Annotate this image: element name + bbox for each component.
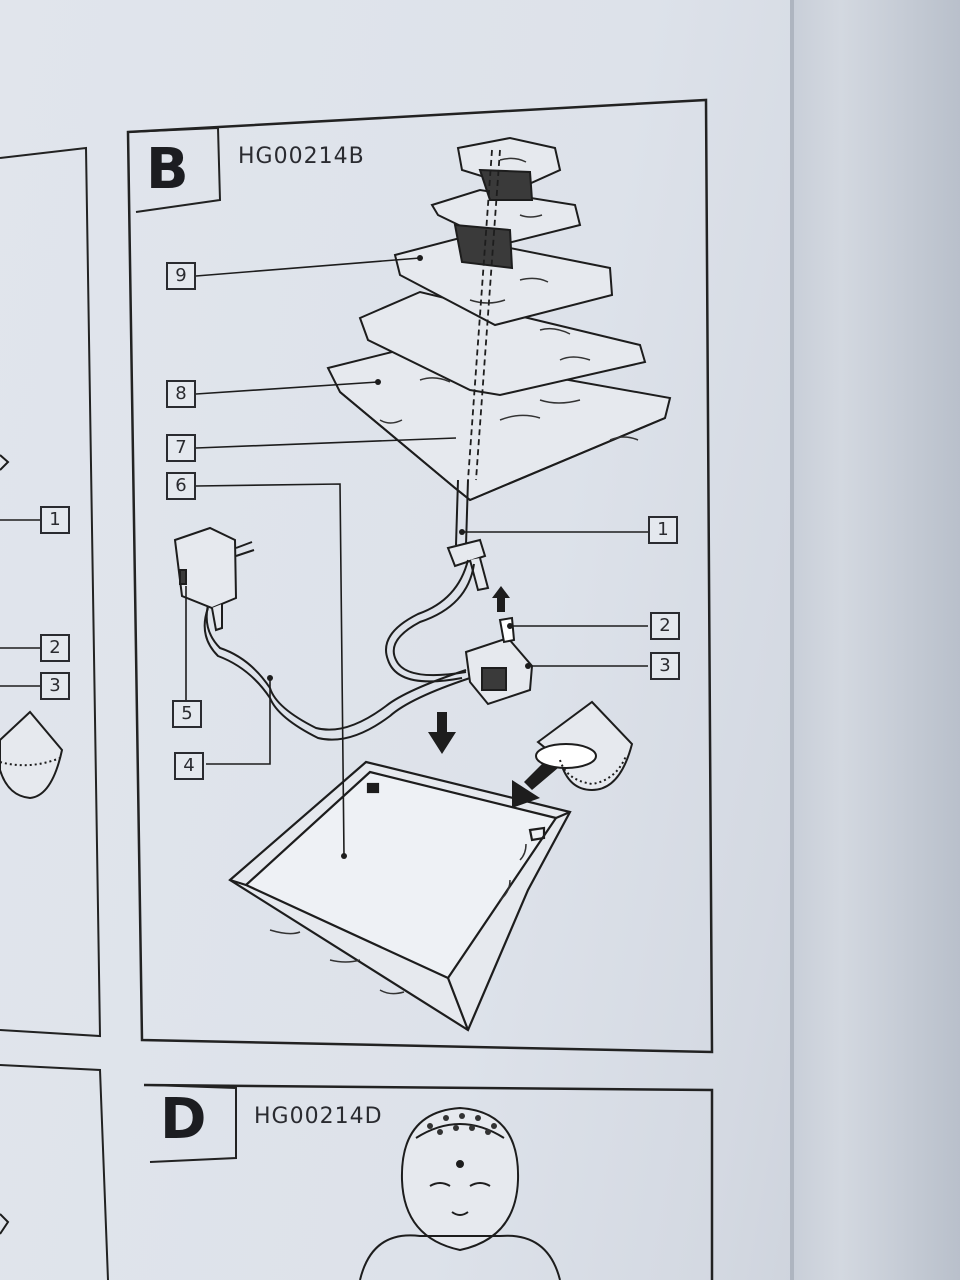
- panel-b-model-code: HG00214B: [238, 144, 365, 169]
- stone-texture: [379, 157, 639, 441]
- panel-d-model-code: HG00214D: [254, 1104, 383, 1129]
- page-fold-line: [790, 0, 794, 1280]
- left-callout-1: 1: [40, 506, 70, 534]
- callout-6: 6: [166, 472, 196, 500]
- left-bottom-partial: [0, 1213, 10, 1235]
- panel-b-letter: B: [146, 137, 189, 202]
- pump: [464, 616, 534, 706]
- basin: [228, 760, 572, 1032]
- buddha-figure: [359, 1106, 561, 1280]
- callout-3: 3: [650, 652, 680, 680]
- callout-8: 8: [166, 380, 196, 408]
- basin-texture: [269, 843, 527, 995]
- power-adapter: [173, 526, 255, 632]
- outlet-tube: [455, 479, 469, 546]
- leader-dots: [267, 255, 531, 859]
- callout-4: 4: [174, 752, 204, 780]
- left-jug-partial: [0, 710, 64, 800]
- panel-d-frame: [143, 1083, 714, 1280]
- power-cable: [203, 559, 475, 741]
- inner-tube: [467, 149, 501, 481]
- left-panel-bottom-frame: [0, 1064, 109, 1280]
- callout-5: 5: [172, 700, 202, 728]
- arrow-up: [492, 586, 510, 612]
- leader-lines: [0, 257, 648, 857]
- next-page-edge: [790, 0, 960, 1280]
- callout-7: 7: [166, 434, 196, 462]
- left-stone-partial: [0, 454, 10, 471]
- panel-b-tab: [127, 126, 222, 213]
- callout-2: 2: [650, 612, 680, 640]
- left-callout-3: 3: [40, 672, 70, 700]
- buddha-hair-curls: [427, 1113, 497, 1135]
- left-callout-2: 2: [40, 634, 70, 662]
- stone-fountain: [326, 136, 672, 502]
- callout-1: 1: [648, 516, 678, 544]
- left-panel-frame: [0, 146, 102, 1038]
- arrow-down: [428, 712, 456, 754]
- callout-9: 9: [166, 262, 196, 290]
- panel-d-tab: [149, 1084, 237, 1163]
- water-jug: [535, 700, 634, 792]
- panel-d-letter: D: [160, 1087, 207, 1152]
- panel-b-frame: [126, 98, 714, 1054]
